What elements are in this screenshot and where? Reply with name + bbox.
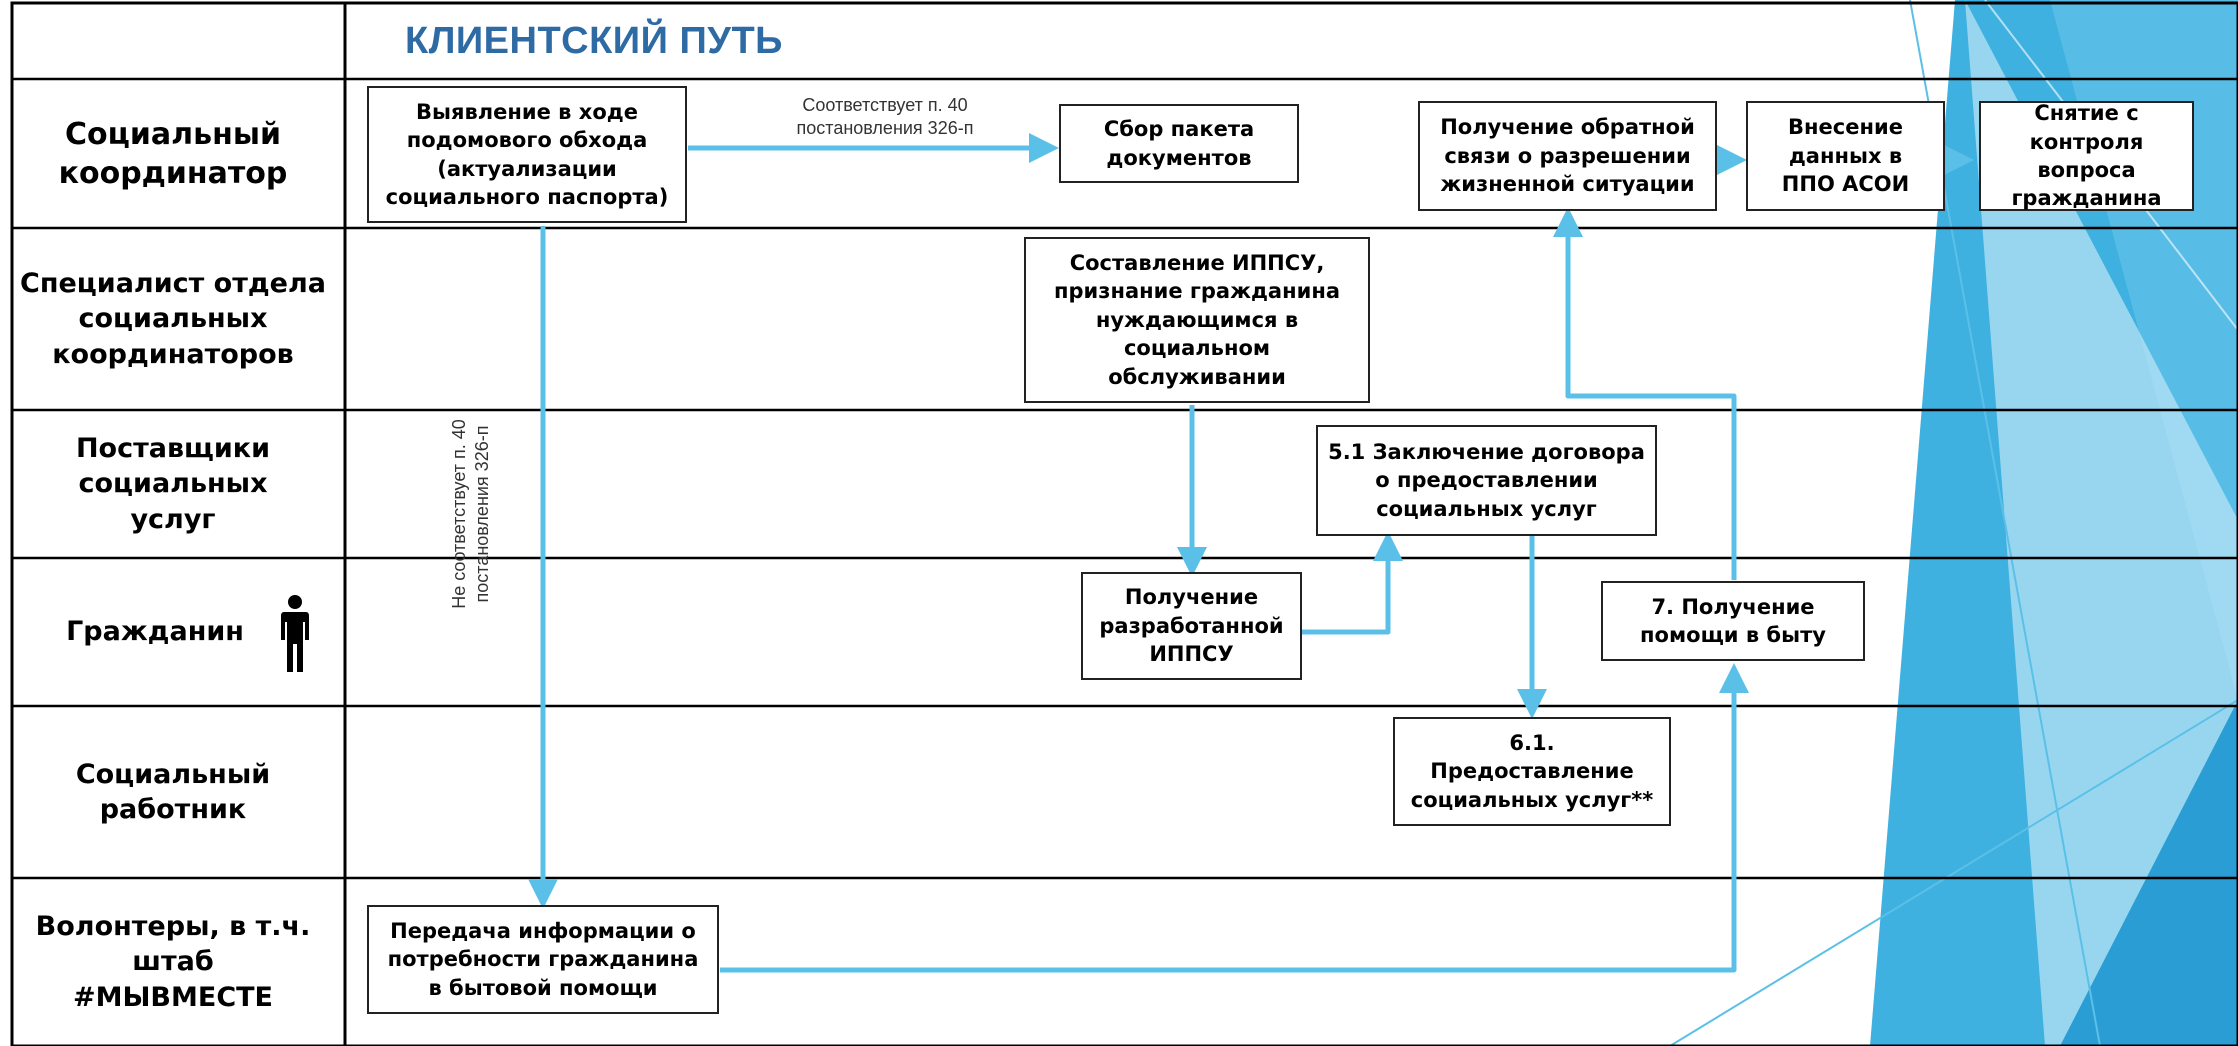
box-receive-ippsu: Получение разработанной ИППСУ (1081, 572, 1302, 680)
box-contract-conclusion: 5.1 Заключение договора о предоставлении… (1316, 425, 1657, 536)
diagram-title: КЛИЕНТСКИЙ ПУТЬ (405, 20, 783, 62)
box-data-entry-ppo-asoi: Внесение данных в ППО АСОИ (1746, 101, 1945, 211)
lane-label-citizen: Гражданин (66, 616, 244, 648)
lane-label-service-providers: Поставщики социальных услуг (75, 433, 271, 535)
box-household-help: 7. Получение помощи в быту (1601, 581, 1865, 661)
lane-label-social-coordinator: Социальный координатор (58, 116, 288, 191)
lane-label-social-worker: Социальный работник (75, 758, 271, 825)
person-icon (281, 595, 309, 672)
box-ippsu-composition: Составление ИППСУ, признание гражданина … (1024, 237, 1370, 403)
box-removal-from-control: Снятие с контроля вопроса гражданина (1979, 101, 2194, 211)
deco-line-2 (1669, 699, 2238, 1046)
arrow-receive-to-contract (1302, 530, 1403, 635)
box-information-transfer: Передача информации о потребности гражда… (367, 905, 719, 1014)
note-complies-p40: Соответствует п. 40 постановления 326-п (796, 95, 974, 138)
lane-label-volunteers: Волонтеры, в т.ч. штаб #МЫВМЕСТЕ (35, 911, 311, 1013)
box-document-collection: Сбор пакета документов (1059, 104, 1299, 183)
box-feedback-resolution: Получение обратной связи о разрешении жи… (1418, 101, 1717, 211)
note-not-complies-p40: Не соответствует п. 40 постановления 326… (449, 419, 492, 609)
arrow-transfer-to-help (720, 662, 1749, 973)
deco-mid-shape (2060, 700, 2238, 1046)
lane-label-coordinators-specialist: Специалист отдела социальных координатор… (20, 268, 326, 370)
deco-pale-shape (1965, 0, 2238, 1046)
box-social-services-provision: 6.1. Предоставление социальных услуг** (1393, 717, 1671, 826)
box-identification-door-to-door: Выявление в ходе подомового обхода (акту… (367, 86, 687, 223)
arrow-help-to-feedback (1553, 206, 1737, 580)
